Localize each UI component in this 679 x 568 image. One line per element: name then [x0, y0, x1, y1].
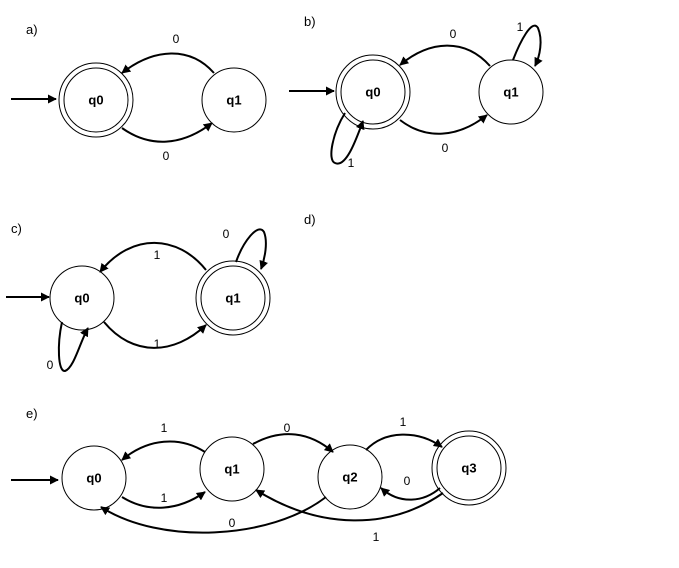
panel-c-state-q0-label: q0 [74, 291, 89, 306]
panel-a-transition-q0-q1 [121, 122, 213, 143]
panel-e-state-q1: q1 [199, 436, 265, 502]
panel-b-transition-q0-q1 [399, 114, 488, 135]
panel-c-transition-q0-self-loop [57, 321, 89, 372]
panel-c-state-q1-label: q1 [225, 291, 240, 306]
panel-b-state-q1: q1 [478, 59, 544, 125]
panel-c-transition-q1-self-loop [235, 228, 268, 270]
panel-e-state-q2-label: q2 [342, 470, 357, 485]
panel-c-transition-q1-q0-label: 1 [154, 248, 161, 262]
panel-e-transition-q2-q3 [365, 433, 443, 451]
panel-a-transition-q0-q1-label: 0 [163, 149, 170, 163]
panel-c-transition-q1-self-loop-label: 0 [223, 227, 230, 241]
panel-c-transition-q0-self-loop-label: 0 [47, 358, 54, 372]
panel-a-state-q1-label: q1 [226, 93, 241, 108]
panel-b-transition-q1-self-loop-label: 1 [517, 20, 524, 34]
panel-e-state-q0: q0 [61, 445, 127, 511]
panel-e-transition-q1-q0 [121, 440, 206, 461]
panel-a-label: a) [26, 22, 38, 37]
panel-a-transition-q1-q0 [121, 52, 215, 74]
panel-b-transition-q1-self-loop [512, 24, 543, 67]
panel-e-transition-q0-q1-label: 1 [161, 491, 168, 505]
panel-e-transition-q1-q2 [252, 433, 334, 453]
panel-a: q0 q1 0 0 [11, 32, 267, 163]
panel-d-label: d) [304, 212, 316, 227]
panel-e: q0 q1 q2 q3 1 1 0 1 0 0 1 [11, 415, 507, 544]
panel-b-transition-q1-q0-label: 0 [450, 27, 457, 41]
panel-b-state-q0-label: q0 [365, 85, 380, 100]
panel-b-transition-q0-self-loop-label: 1 [348, 156, 355, 170]
panel-e-state-q0-label: q0 [86, 471, 101, 486]
panel-e-transition-q2-q0-label: 0 [229, 516, 236, 530]
panel-c-transition-q0-q1 [103, 321, 207, 349]
panel-b-transition-q0-q1-label: 0 [442, 141, 449, 155]
panel-e-state-q2: q2 [317, 444, 383, 510]
panel-b-transition-q0-self-loop [330, 112, 365, 165]
panel-e-transition-q3-q1-label: 1 [373, 530, 380, 544]
panel-b-state-q1-label: q1 [503, 85, 518, 100]
panel-c-transition-q1-q0 [99, 241, 207, 273]
panel-a-state-q0-label: q0 [88, 93, 103, 108]
panel-e-transition-q3-q1 [255, 489, 444, 522]
panel-a-transition-q1-q0-label: 0 [173, 32, 180, 46]
panel-c: q0 q1 1 1 0 0 [6, 227, 271, 372]
panel-e-state-q3: q3 [431, 430, 507, 506]
panel-c-transition-q0-q1-label: 1 [154, 337, 161, 351]
panel-c-state-q0: q0 [49, 265, 115, 331]
panel-e-state-q3-label: q3 [461, 461, 476, 476]
panel-a-state-q0: q0 [58, 62, 134, 138]
panel-b-label: b) [304, 14, 316, 29]
panel-a-state-q1: q1 [201, 67, 267, 133]
panel-e-transition-q1-q0-label: 1 [161, 421, 168, 435]
panel-b-state-q0: q0 [335, 54, 411, 130]
panel-c-state-q1: q1 [195, 260, 271, 336]
panel-e-transition-q1-q2-label: 0 [284, 421, 291, 435]
panel-e-transition-q0-q1 [121, 491, 206, 509]
panel-e-state-q1-label: q1 [224, 462, 239, 477]
panel-e-transition-q3-q2-label: 0 [404, 474, 411, 488]
panel-b: q0 q1 0 0 1 1 [289, 20, 544, 170]
panel-e-transition-q3-q2 [380, 487, 441, 501]
panel-e-label: e) [26, 406, 38, 421]
panel-e-transition-q2-q3-label: 1 [400, 415, 407, 429]
panel-c-label: c) [11, 221, 22, 236]
panel-b-transition-q1-q0 [399, 44, 491, 67]
